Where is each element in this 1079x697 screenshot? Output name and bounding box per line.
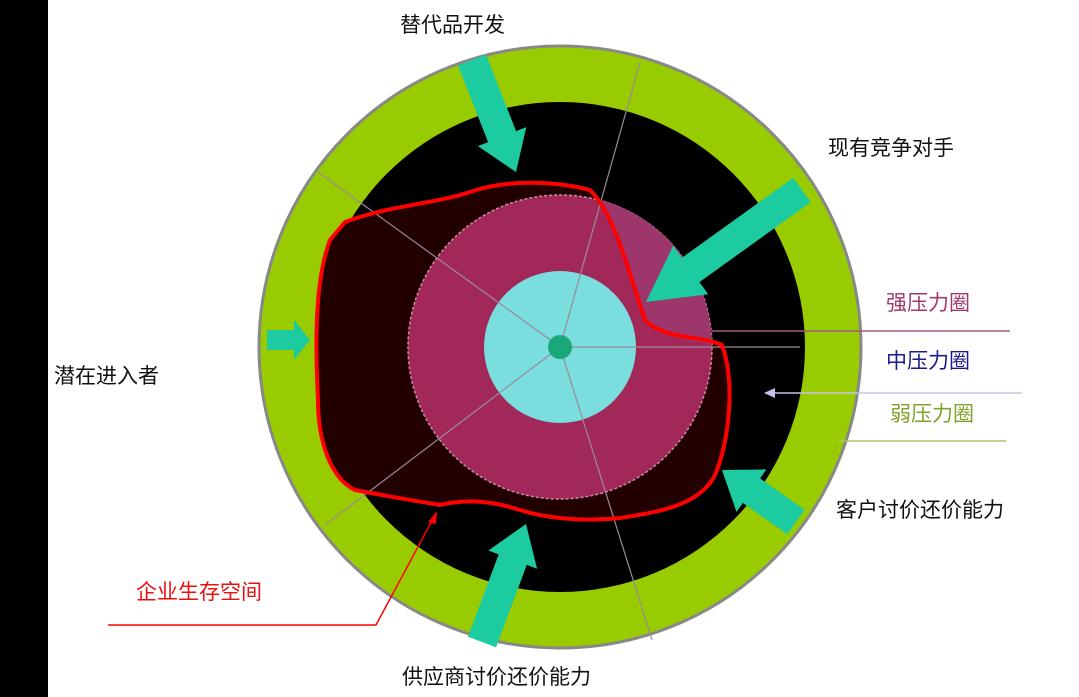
label-buyers: 客户讨价还价能力 [836, 498, 1004, 522]
survival-space-boundary [314, 180, 732, 522]
label-new-entrants: 潜在进入者 [54, 364, 159, 388]
center-dot [548, 335, 572, 359]
label-weak-pressure: 弱压力圈 [890, 402, 974, 426]
arrow-substitutes [458, 54, 527, 172]
spokes [317, 61, 800, 641]
force-arrows [267, 54, 811, 648]
left-black-bar [0, 0, 48, 697]
label-survival-space: 企业生存空间 [136, 580, 262, 604]
label-competitors: 现有竞争对手 [828, 136, 954, 160]
medium-legend-arrowhead [764, 388, 775, 398]
survival-space-pointer [108, 516, 435, 626]
arrow-suppliers [467, 524, 538, 648]
arrow-new-entrants [267, 320, 310, 360]
arrow-buyers [722, 469, 805, 535]
label-medium-pressure: 中压力圈 [886, 349, 970, 373]
strong-circle-outside-region [602, 200, 712, 345]
label-suppliers: 供应商讨价还价能力 [402, 665, 591, 689]
label-substitutes: 替代品开发 [400, 13, 505, 37]
label-strong-pressure: 强压力圈 [886, 291, 970, 315]
arrow-competitors [646, 177, 811, 302]
survival-space-pointer-head [428, 511, 437, 524]
